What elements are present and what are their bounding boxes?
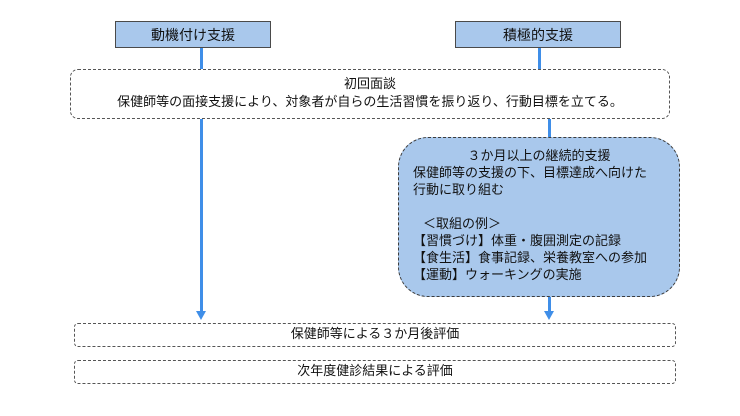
next-year-evaluation-box: 次年度健診結果による評価 [74,360,676,384]
spacer [413,199,665,216]
initial-interview-title: 初回面談 [343,77,396,92]
initial-interview-box: 初回面談 保健師等の面接支援により、対象者が自らの生活習慣を振り返り、行動目標を… [70,69,670,119]
arrow-right-mid [548,118,551,138]
continuous-support-line2: 行動に取り組む [413,183,505,198]
header-active-support: 積極的支援 [455,21,621,48]
arrow-left-main [200,118,203,313]
next-year-evaluation-label: 次年度健診結果による評価 [297,364,453,379]
header-active-support-label: 積極的支援 [503,27,573,44]
arrow-right-bottom-head [544,311,554,320]
arrow-right-bottom [548,297,551,313]
continuous-support-box: ３か月以上の継続的支援 保健師等の支援の下、目標達成へ向けた 行動に取り組む ＜… [398,137,680,297]
arrow-right-top [538,48,541,70]
three-month-evaluation-label: 保健師等による３か月後評価 [290,327,460,342]
arrow-left-top [200,48,203,70]
example-item: 【食生活】食事記録、栄養教室への参加 [413,251,648,266]
three-month-evaluation-box: 保健師等による３か月後評価 [74,323,676,347]
examples-title: ＜取組の例＞ [423,217,502,232]
example-item: 【運動】ウォーキングの実施 [413,268,582,283]
initial-interview-body: 保健師等の面接支援により、対象者が自らの生活習慣を振り返り、行動目標を立てる。 [117,95,623,110]
continuous-support-line1: 保健師等の支援の下、目標達成へ向けた [413,166,648,181]
header-motivational-support-label: 動機付け支援 [151,27,235,44]
arrow-left-main-head [196,311,206,320]
example-item: 【習慣づけ】体重・腹囲測定の記録 [413,234,622,249]
header-motivational-support: 動機付け支援 [115,21,271,48]
continuous-support-title: ３か月以上の継続的支援 [467,149,611,164]
